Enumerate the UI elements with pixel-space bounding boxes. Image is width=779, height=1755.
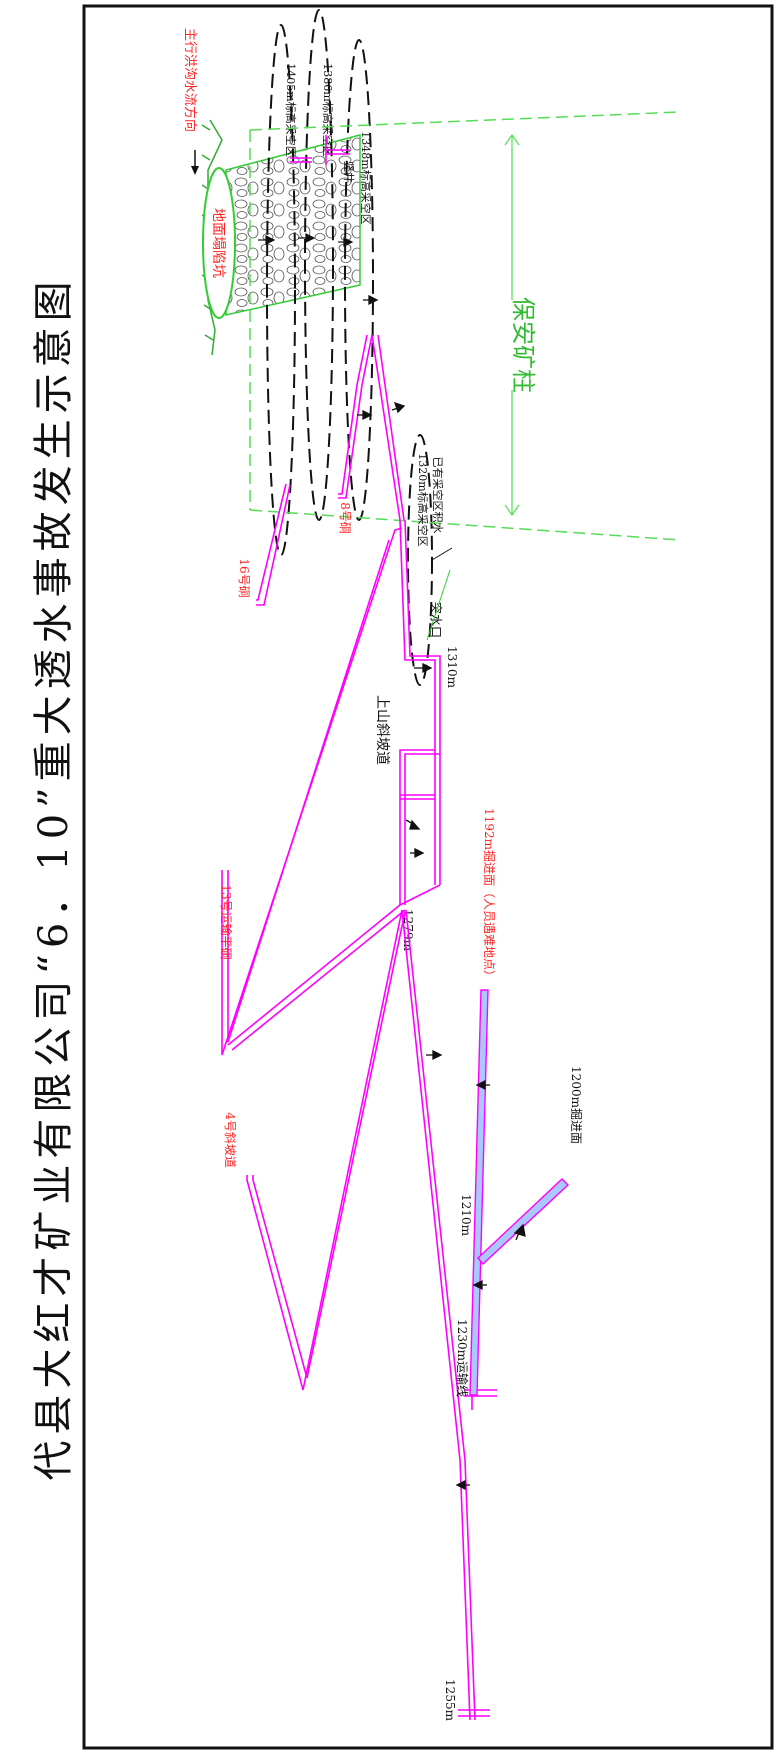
upper-incline-ramp [399,519,441,906]
main-drift [371,334,405,521]
goaf-ellipse-1386 [304,9,334,521]
goaf-ellipses [266,9,433,686]
goaf-ellipse-1348 [344,39,374,521]
pit-arrows [258,233,354,247]
elevation-1255: 1255m [443,1679,457,1722]
elevation-1210: 1210m [459,1194,473,1237]
tunnel-16 [256,483,291,606]
water-inrush-arrow [414,662,433,674]
old-water-leader [431,547,453,561]
goaf-label-1320: 1320m标高采空区 [416,453,430,546]
conveyor-1230-label: 1230m运输线 [455,1319,470,1397]
old-water-label: 已有采空区积水 [431,457,445,534]
pillar-dimension [504,133,520,517]
heading-1192-drift [469,989,570,1396]
tunnel-16-label: 16号硐 [237,558,251,597]
upper-incline-label: 上山斜坡道 [374,695,390,765]
safety-pillar-label: 保安矿柱 [509,297,537,393]
shaft-label: 竖井 [342,161,356,183]
heading-1200-label: 1200m掘进面 [569,1066,584,1144]
heading-1192-label: 1192m掘进面（人员遇难地点） [482,808,497,982]
tunnel-8 [338,334,373,499]
water-inrush-leader [426,569,451,641]
collapse-pit: 地面塌陷坑 [202,134,361,319]
flow-arrows [357,294,526,1491]
incline-4-label: 4号斜坡道 [223,1112,237,1168]
diagram-frame [82,4,774,1750]
flood-arrow [191,150,199,175]
water-inrush-label: 突水口 [429,602,444,638]
flood-direction-label: 主行洪沟水流方向 [182,28,198,132]
transport-adit-13-label: 13号运输平硐 [219,884,234,959]
shaft-links [290,135,350,165]
goaf-label-1386: 1386m标高采空区 [321,63,335,156]
transport-adit-13 [221,527,406,1056]
goaf-label-1348: 1348m标高采空区 [359,131,373,224]
elevation-1310: 1310m [445,646,459,689]
goaf-label-1405: 1405m标高采空区 [284,63,298,156]
incline-4 [246,909,406,1391]
goaf-ellipse-1405 [266,24,296,556]
collapse-pit-label: 地面塌陷坑 [210,208,226,278]
tunnel-8-label: 8号硐 [338,502,352,534]
safety-pillar-boundaries [249,111,681,541]
